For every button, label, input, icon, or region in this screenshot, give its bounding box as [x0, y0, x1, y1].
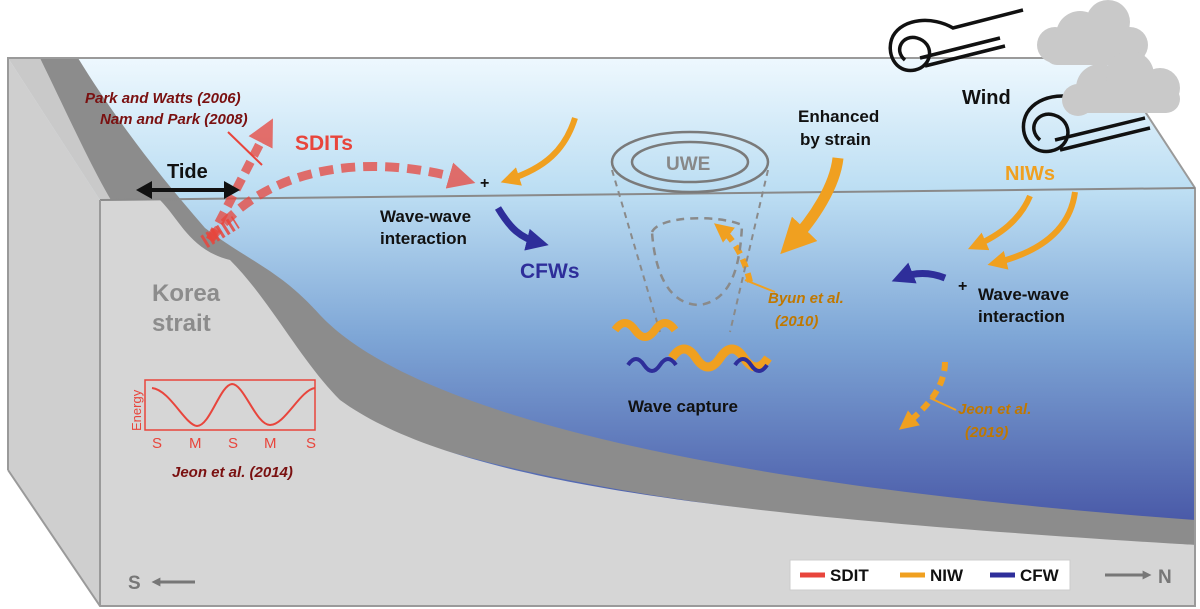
wave-wave-left-line2: interaction: [380, 229, 467, 248]
cfw-arrow-left: [494, 206, 549, 251]
tide-arrow: [136, 181, 240, 199]
sea-surface-top: [8, 58, 1195, 200]
uwe-eddy: [610, 130, 770, 333]
citation-jeon-2019-line2: (2019): [965, 424, 1008, 441]
sdit-source-block: [200, 216, 240, 248]
citation-byun-line2: (2010): [775, 313, 818, 330]
citation-park-watts: Park and Watts (2006): [85, 90, 241, 107]
enhanced-line1: Enhanced: [798, 107, 879, 126]
sdit-arrows: [200, 118, 476, 248]
niws-label: NIWs: [1005, 163, 1055, 185]
wave-wave-right-line2: interaction: [978, 307, 1065, 326]
wave-capture-squiggles: [611, 319, 772, 373]
inset-tick-2: M: [189, 435, 202, 452]
enhanced-line2: by strain: [800, 130, 871, 149]
citation-pointer: [227, 131, 263, 166]
niw-arrows: [500, 117, 1078, 430]
legend-label-sdit: SDIT: [830, 566, 869, 585]
niw-arrow-strain: [780, 157, 844, 255]
energy-curve: [151, 382, 316, 428]
continental-slope: [40, 58, 1195, 545]
niw-arrow-2: [987, 191, 1078, 270]
legend: SDIT NIW CFW: [789, 559, 1071, 591]
niw-arrow-to-interaction-left: [500, 117, 578, 186]
inset-tick-1: S: [152, 435, 162, 452]
citation-nam-park: Nam and Park (2008): [100, 111, 248, 128]
north-label: N: [1158, 567, 1172, 588]
citation-jeon-2019-line1: Jeon et al.: [958, 401, 1031, 418]
byun-pointer: [744, 279, 776, 293]
wind-label: Wind: [962, 87, 1011, 109]
inset-tick-3: S: [228, 435, 238, 452]
sdit-dashed-up-arrow: [206, 118, 273, 243]
energy-axis-label: Energy: [129, 389, 144, 431]
cloud-icon: [1037, 0, 1180, 116]
inset-tick-5: S: [306, 435, 316, 452]
citation-byun-line1: Byun et al.: [768, 290, 844, 307]
cfw-arrow-right: [891, 262, 947, 284]
plus-right: +: [958, 278, 967, 295]
cfw-arrows: [494, 206, 947, 284]
sdit-dashed-curved-arrow: [206, 162, 476, 243]
wave-capture-label: Wave capture: [628, 397, 738, 416]
legend-label-niw: NIW: [930, 566, 964, 585]
plus-left: +: [480, 175, 489, 192]
wind-icon: [888, 8, 1172, 154]
jeon-2019-pointer: [929, 397, 957, 411]
wave-wave-left-line1: Wave-wave: [380, 207, 471, 226]
south-label: S: [128, 573, 141, 594]
korea-label-line2: strait: [152, 310, 211, 337]
left-side-face: [8, 58, 100, 606]
citation-jeon-2014: Jeon et al. (2014): [172, 464, 293, 481]
energy-inset: [144, 379, 316, 431]
tide-label: Tide: [167, 161, 208, 183]
niw-dashed-down: [899, 361, 948, 430]
cfws-label: CFWs: [520, 260, 580, 283]
sdits-label: SDITs: [295, 132, 353, 155]
seabed-land: [100, 200, 1195, 606]
box-front-edge: [99, 187, 1196, 201]
legend-label-cfw: CFW: [1020, 566, 1060, 585]
uwe-label: UWE: [666, 154, 710, 175]
wave-wave-right-line1: Wave-wave: [978, 285, 1069, 304]
niw-arrow-1: [967, 194, 1033, 251]
labels: Park and Watts (2006) Nam and Park (2008…: [85, 87, 1172, 594]
korea-label-line1: Korea: [152, 280, 221, 307]
inset-tick-4: M: [264, 435, 277, 452]
niw-dashed-into-eddy: [714, 223, 753, 283]
